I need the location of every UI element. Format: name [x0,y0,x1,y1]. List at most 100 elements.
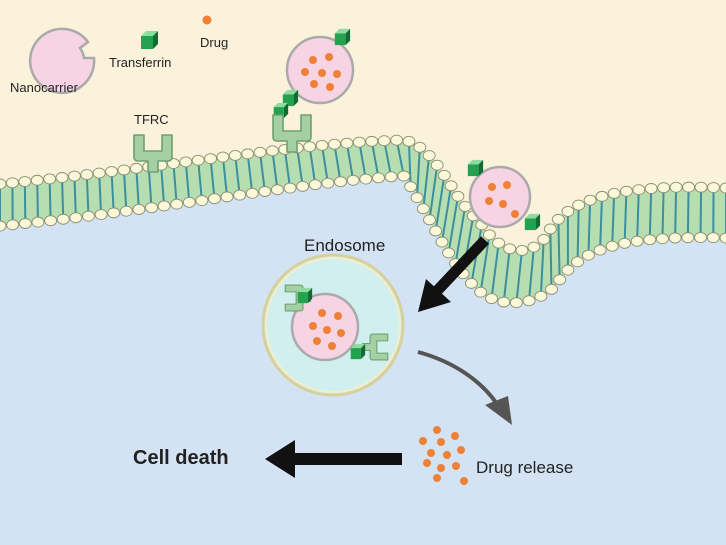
lipid-tail [549,228,553,290]
lipid-head [543,223,557,235]
lipid-head [402,135,416,147]
lipid-tail [502,248,511,303]
lipid-tail [395,140,405,177]
lipid-tail [490,242,500,299]
lipid-tail [345,142,355,181]
lipid-head [56,213,70,225]
label-nanocarrier: Nanocarrier [10,80,78,95]
lipid-head [618,237,632,249]
label-cell-death: Cell death [133,447,229,469]
lipid-tail [160,165,166,206]
drug-icon [202,15,212,25]
lipid-head [632,184,646,196]
lipid-head [630,235,644,247]
nanocarrier-icon [28,27,96,95]
lipid-head [31,216,45,228]
lipid-head [129,162,143,174]
lipid-tail [407,141,412,187]
lipid-head [416,203,430,215]
lipid-head [352,136,366,148]
lipid-head [377,135,391,147]
lipid-head [423,214,436,226]
lipid-tail [416,147,421,198]
lipid-head [410,192,424,204]
lipid-tail [209,158,216,199]
lipid-head [117,164,131,176]
lipid-head [18,176,32,188]
lipid-head [707,182,720,193]
lipid-head [67,170,81,182]
lipid-head [561,264,575,276]
lipid-head [321,177,335,189]
lipid-head [80,169,94,181]
lipid-tail [197,160,203,201]
lipid-tail [576,205,580,262]
lipid-head [365,135,379,147]
lipid-tail [661,187,665,239]
lipid-head [482,229,496,241]
transferrin-top-a [334,28,351,46]
label-endosome: Endosome [304,236,386,255]
lipid-head [515,244,529,256]
lipid-tail [321,145,329,184]
lipid-tail [527,246,535,301]
lipid-head [233,189,247,201]
lipid-head [145,202,158,214]
lipid-head [553,274,567,286]
lipid-head [119,205,133,217]
lipid-head [668,232,682,244]
lipid-head [6,219,20,231]
lipid-head [607,188,621,199]
lipid-head [265,145,279,157]
lipid-head [583,194,597,206]
lipid-tail [110,171,115,213]
lipid-head [681,232,695,244]
lipid-head [195,195,209,206]
lipid-head [474,286,488,298]
lipid-head [132,204,146,215]
lipid-tail [422,155,431,209]
lipid-tail [184,161,191,203]
lipid-head [719,182,726,194]
lipid-head [451,190,465,202]
lipid-head [182,196,196,208]
lipid-head [706,232,720,244]
lipid-tail [454,206,467,264]
lipid-head [397,170,411,182]
lipid-head [191,154,205,166]
label-drug: Drug [200,35,229,50]
lipid-head [107,207,121,219]
lipid-head [220,191,234,203]
lipid-head [422,150,436,162]
lipid-tail [434,175,446,232]
label-transferrin: Transferrin [109,55,172,70]
cell-membrane [0,140,726,303]
lipid-tail [85,174,90,217]
lipid-head [334,176,347,188]
lipid-tail [36,180,39,223]
lipid-tail [587,200,592,256]
lipid-head [561,205,575,217]
lipid-head [170,198,184,210]
lipid-head [43,173,57,185]
lipid-head [372,172,385,184]
lipid-tail [122,169,128,212]
lipid-head [404,181,418,193]
lipid-tail [234,155,241,196]
lipid-head [228,150,242,161]
lipid-head [308,179,322,191]
lipid-tail [333,144,342,182]
lipid-head [18,218,32,229]
lipid-head [0,178,7,190]
lipid-head [655,233,669,245]
lipid-head [492,237,506,249]
lipid-head [503,243,517,255]
lipid-head [435,236,449,248]
lipid-tail [271,150,279,190]
lipid-head [258,186,272,197]
lipid-head [593,244,607,256]
lipid-head [270,184,284,196]
transferrin-internalizing-a [467,159,484,177]
lipid-head [694,181,708,193]
lipid-head [253,146,267,158]
